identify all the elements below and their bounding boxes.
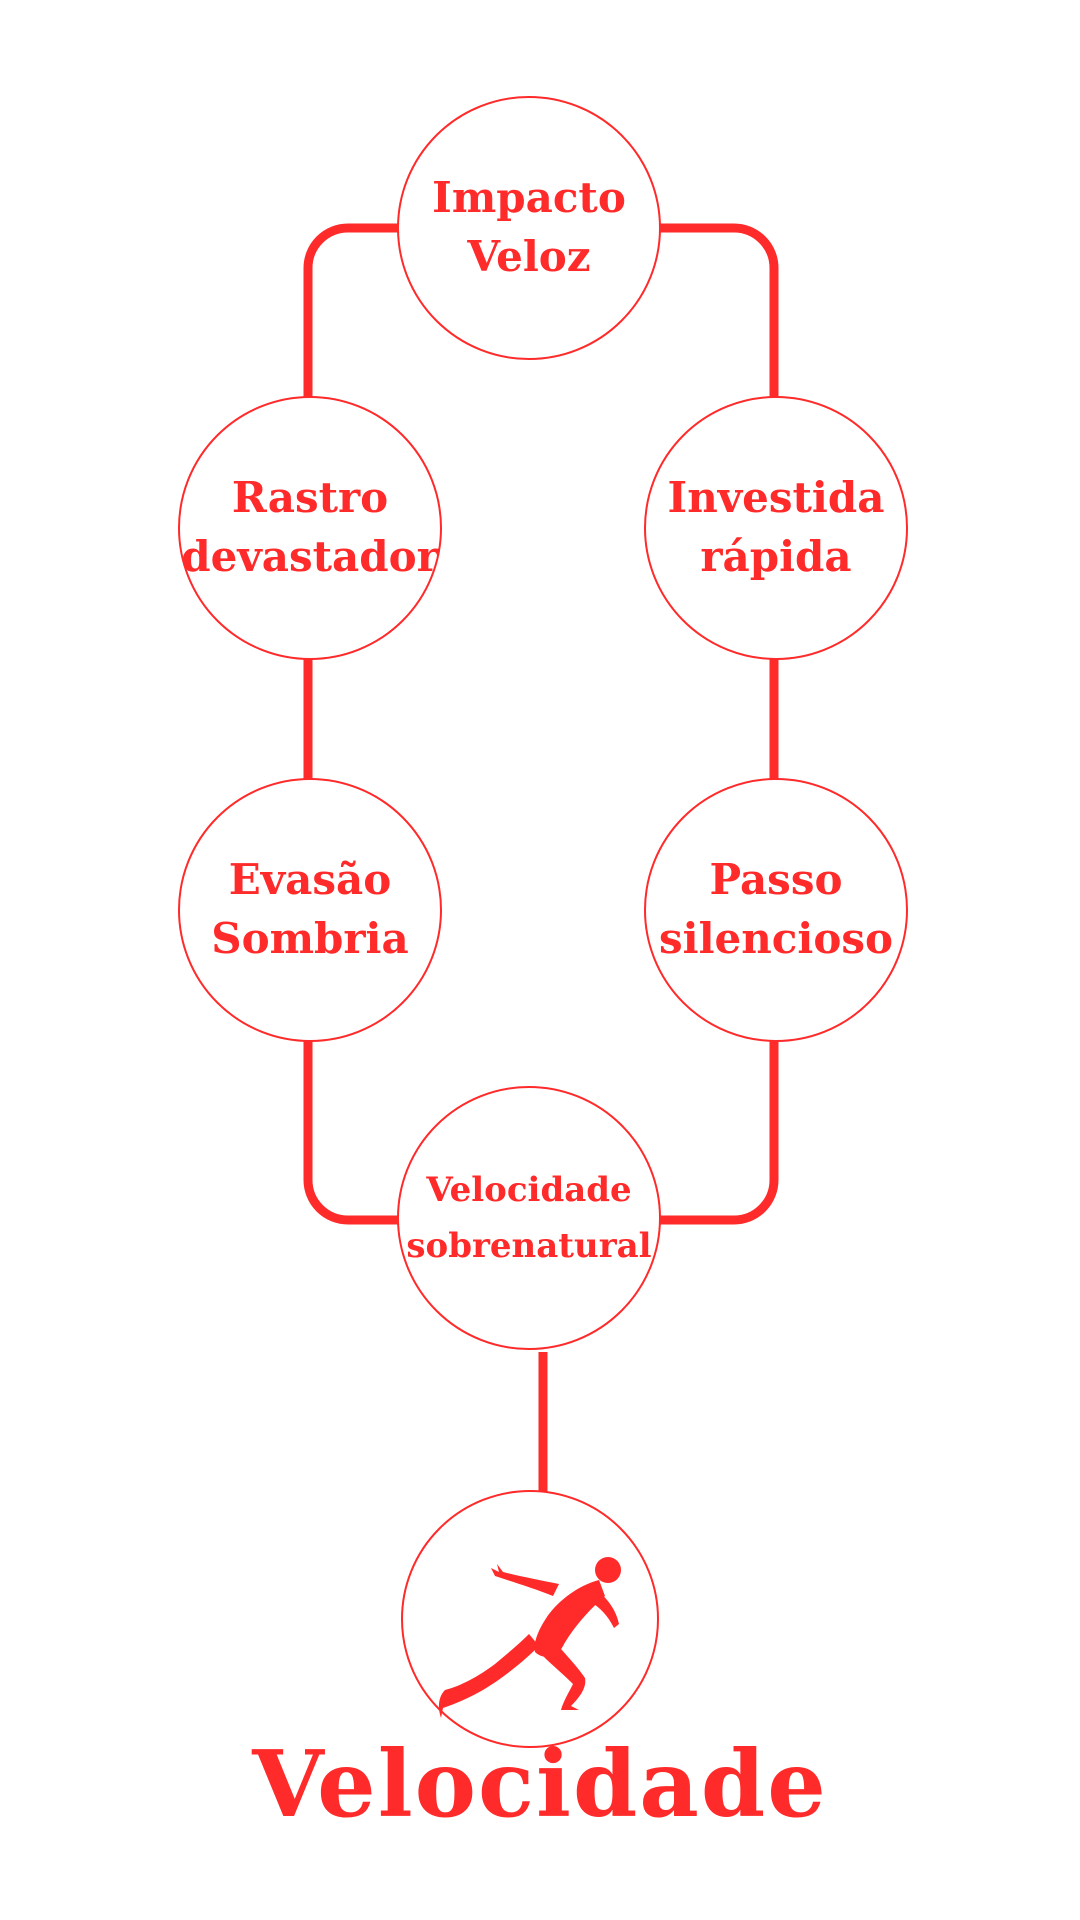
skill-node-label-line2: sobrenatural (406, 1226, 652, 1266)
skill-node-label-line1: Passo (709, 855, 843, 905)
skill-node-label-line2: silencioso (658, 914, 893, 963)
skill-node-passo-silencioso[interactable]: Passo silencioso (644, 778, 908, 1042)
skill-node-label-line2: devastador (181, 532, 439, 581)
skill-node-label-line1: Evasão (228, 855, 392, 905)
root-title: Velocidade (252, 1730, 828, 1838)
running-sprinter-icon (438, 1557, 621, 1718)
skill-node-label-line1: Velocidade (426, 1169, 632, 1210)
skill-node-label-line1: Impacto (432, 173, 626, 223)
root-node[interactable] (401, 1490, 659, 1748)
skill-node-evasao-sombria[interactable]: Evasão Sombria (178, 778, 442, 1042)
ring-connector (303, 223, 779, 1225)
skill-node-label-line2: Sombria (211, 914, 409, 963)
skill-node-velocidade-sobrenatural[interactable]: Velocidade sobrenatural (397, 1086, 661, 1350)
skill-node-investida-rapida[interactable]: Investida rápida (644, 396, 908, 660)
skill-node-rastro-devastador[interactable]: Rastro devastador (178, 396, 442, 660)
skill-node-label-line2: Veloz (467, 232, 591, 281)
skill-node-label-line2: rápida (700, 532, 852, 581)
skill-node-label-line1: Rastro (231, 473, 389, 523)
skill-node-label-line1: Investida (667, 473, 885, 523)
skill-node-impacto-veloz[interactable]: Impacto Veloz (397, 96, 661, 360)
